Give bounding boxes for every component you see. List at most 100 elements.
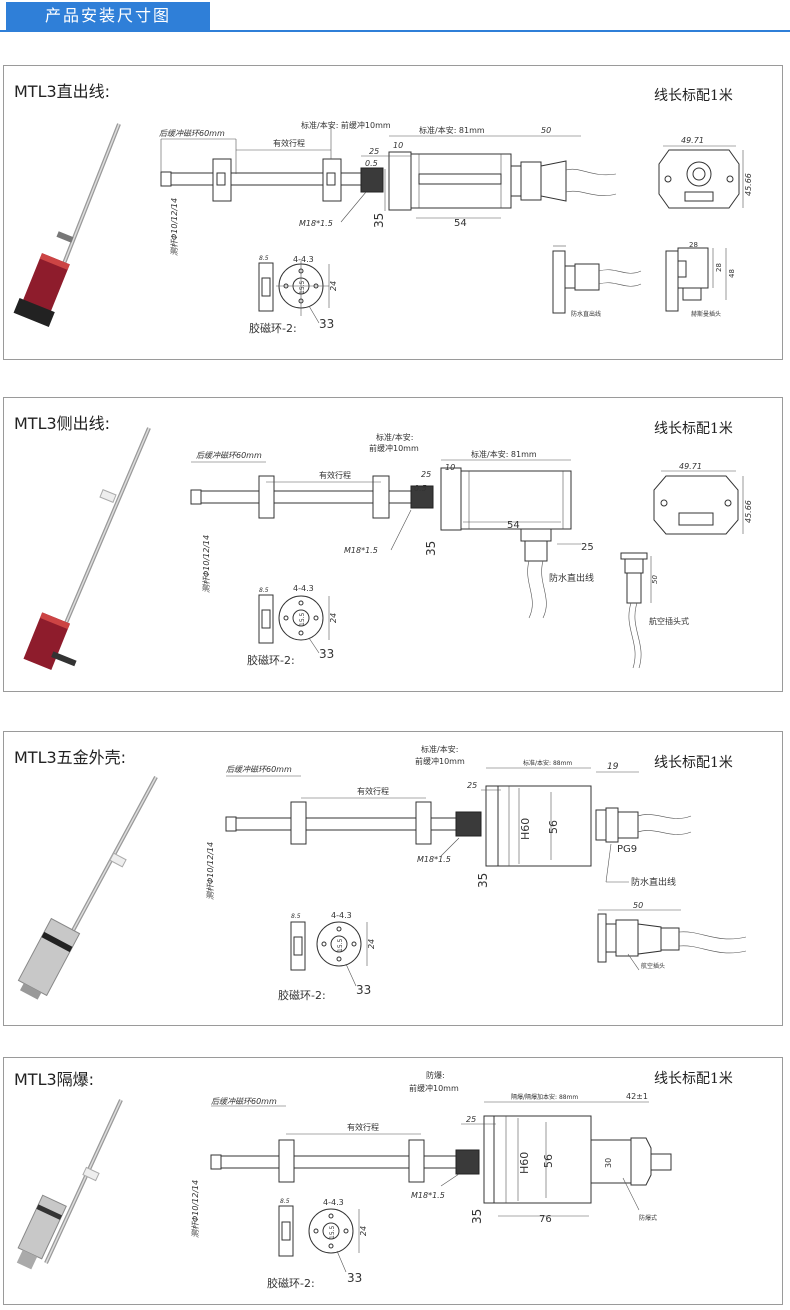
stroke-label: 有效行程 xyxy=(273,138,305,148)
magnet-ring xyxy=(290,921,368,987)
rod-assembly xyxy=(190,467,572,619)
aviation-connector xyxy=(620,552,652,669)
dim-25: 25 xyxy=(467,781,477,790)
thread-label: M18*1.5 xyxy=(417,855,451,864)
dim-0-5: 0.5 xyxy=(365,159,378,168)
hirschmann-d28b: 28 xyxy=(715,263,723,272)
dimensions xyxy=(191,459,581,551)
dim-56: 56 xyxy=(547,820,560,834)
rod-diameter-label: 测杆Φ10/12/14 xyxy=(191,1180,200,1238)
dim-35: 35 xyxy=(424,541,438,556)
drawing-mtl3-side: 后缓冲磁环60mm 有效行程 标准/本安: 前缓冲10mm 标准/本安: 81m… xyxy=(23,427,753,670)
dimensions xyxy=(226,767,639,883)
cable-length-note: 线长标配1米 xyxy=(654,88,733,104)
front-buffer-label-a: 防爆: xyxy=(426,1070,445,1080)
magnet-ring xyxy=(258,261,330,324)
dim-35: 35 xyxy=(476,873,490,888)
body-length-label: 标准/本安: 81mm xyxy=(471,449,537,459)
drawing-mtl3-metal-housing: 后缓冲磁环60mm 有效行程 标准/本安: 前缓冲10mm 标准/本安: 88m… xyxy=(17,744,747,1002)
panel-title: MTL3直出线: xyxy=(14,82,111,101)
rear-buffer-label: 后缓冲磁环60mm xyxy=(211,1097,277,1106)
ring-holes: 4-4.3 xyxy=(293,255,314,264)
body-length-label: 隔爆/隔爆加本安: 88mm xyxy=(511,1093,578,1101)
ring-width: 8.5 xyxy=(259,587,269,594)
rod-diameter-label: 测杆Φ10/12/14 xyxy=(170,198,179,256)
aviation-label: 航空插头 xyxy=(641,962,665,970)
dim-54: 54 xyxy=(454,218,467,229)
dimensions xyxy=(160,126,581,223)
dim-25: 25 xyxy=(421,470,431,479)
dim-54: 54 xyxy=(507,520,520,531)
drawing-mtl3-straight: 后缓冲磁环60mm 有效行程 标准/本安: 前缓冲10mm 标准/本安: 81m… xyxy=(13,120,753,335)
pg9-label: PG9 xyxy=(617,844,637,855)
dim-56: 56 xyxy=(542,1154,555,1168)
ring-holes: 4-4.3 xyxy=(331,911,352,920)
rear-buffer-label: 后缓冲磁环60mm xyxy=(196,451,262,460)
product-photo xyxy=(13,123,121,328)
ring-d24: 24 xyxy=(359,1226,368,1236)
connector-length-label: 50 xyxy=(541,126,551,135)
dim-19: 19 xyxy=(607,762,619,772)
front-buffer-label-b: 前缓冲10mm xyxy=(415,756,465,766)
ring-holes: 4-4.3 xyxy=(293,584,314,593)
rod-assembly xyxy=(160,151,617,211)
front-buffer-label-a: 标准/本安: xyxy=(421,744,458,754)
magnet-ring xyxy=(278,1205,360,1273)
stroke-label: 有效行程 xyxy=(357,786,389,796)
dimensions xyxy=(211,1101,649,1217)
ring-holes: 4-4.3 xyxy=(323,1198,344,1207)
panel-mtl3-straight: 后缓冲磁环60mm 有效行程 标准/本安: 前缓冲10mm 标准/本安: 81m… xyxy=(3,65,783,360)
ring-label: 胶磁环-2: xyxy=(267,1276,315,1290)
ring-d15: 15.5 xyxy=(299,612,306,626)
dim-0-5: 0.5 xyxy=(414,484,427,493)
ring-d24: 24 xyxy=(329,613,338,623)
front-width-label: 49.71 xyxy=(679,462,702,471)
ring-label: 胶磁环-2: xyxy=(249,321,297,335)
front-view xyxy=(658,145,744,209)
stroke-label: 有效行程 xyxy=(319,470,351,480)
panel-title: MTL3五金外壳: xyxy=(14,748,127,767)
ring-label: 胶磁环-2: xyxy=(247,653,295,667)
dim-10: 10 xyxy=(445,463,455,472)
panel-title: MTL3侧出线: xyxy=(14,414,111,433)
product-photo xyxy=(16,1099,123,1270)
front-height-label: 45.66 xyxy=(744,173,753,196)
thread-label: M18*1.5 xyxy=(299,219,333,228)
panel-mtl3-metal-housing: 后缓冲磁环60mm 有效行程 标准/本安: 前缓冲10mm 标准/本安: 88m… xyxy=(3,731,783,1026)
rod-assembly xyxy=(225,785,692,867)
dim-10: 10 xyxy=(393,141,403,150)
front-buffer-label-b: 前缓冲10mm xyxy=(369,443,419,453)
drawing-mtl3-explosion-proof: 后缓冲磁环60mm 有效行程 防爆: 前缓冲10mm 隔爆/隔爆加本安: 88m… xyxy=(16,1070,672,1290)
ring-d33: 33 xyxy=(319,647,334,661)
product-photo xyxy=(23,427,151,670)
dim-h60: H60 xyxy=(519,818,532,840)
panel-title: MTL3隔爆: xyxy=(14,1070,95,1089)
front-buffer-label-b: 前缓冲10mm xyxy=(409,1083,459,1093)
aviation-length: 50 xyxy=(633,901,643,910)
thread-label: M18*1.5 xyxy=(411,1191,445,1200)
rear-buffer-label: 后缓冲磁环60mm xyxy=(226,765,292,774)
ring-d24: 24 xyxy=(367,939,376,949)
ring-d15: 15.5 xyxy=(299,280,306,294)
body-length-label: 标准/本安: 88mm xyxy=(523,759,572,767)
cable-label: 防水直出线 xyxy=(631,876,676,888)
body-length-label: 标准/本安: 81mm xyxy=(419,125,485,135)
cable-label: 防水直出线 xyxy=(549,572,594,584)
ring-d33: 33 xyxy=(347,1271,362,1285)
side-view-hirschmann xyxy=(665,247,727,312)
dim-35: 35 xyxy=(372,213,386,228)
rear-buffer-label: 后缓冲磁环60mm xyxy=(159,129,225,138)
thread-label: M18*1.5 xyxy=(344,546,378,555)
rod-diameter-label: 测杆Φ10/12/14 xyxy=(202,535,211,593)
explosion-proof-label: 防爆式 xyxy=(639,1214,657,1222)
dim-30: 30 xyxy=(604,1158,613,1168)
front-width-label: 49.71 xyxy=(681,136,704,145)
stroke-label: 有效行程 xyxy=(347,1122,379,1132)
front-buffer-label: 标准/本安: 前缓冲10mm xyxy=(301,120,391,130)
dim-h60: H60 xyxy=(518,1152,531,1174)
side-dim-25: 25 xyxy=(581,542,594,553)
aviation-label: 航空插头式 xyxy=(649,616,689,626)
magnet-ring xyxy=(258,594,330,654)
dim-25: 25 xyxy=(369,147,379,156)
